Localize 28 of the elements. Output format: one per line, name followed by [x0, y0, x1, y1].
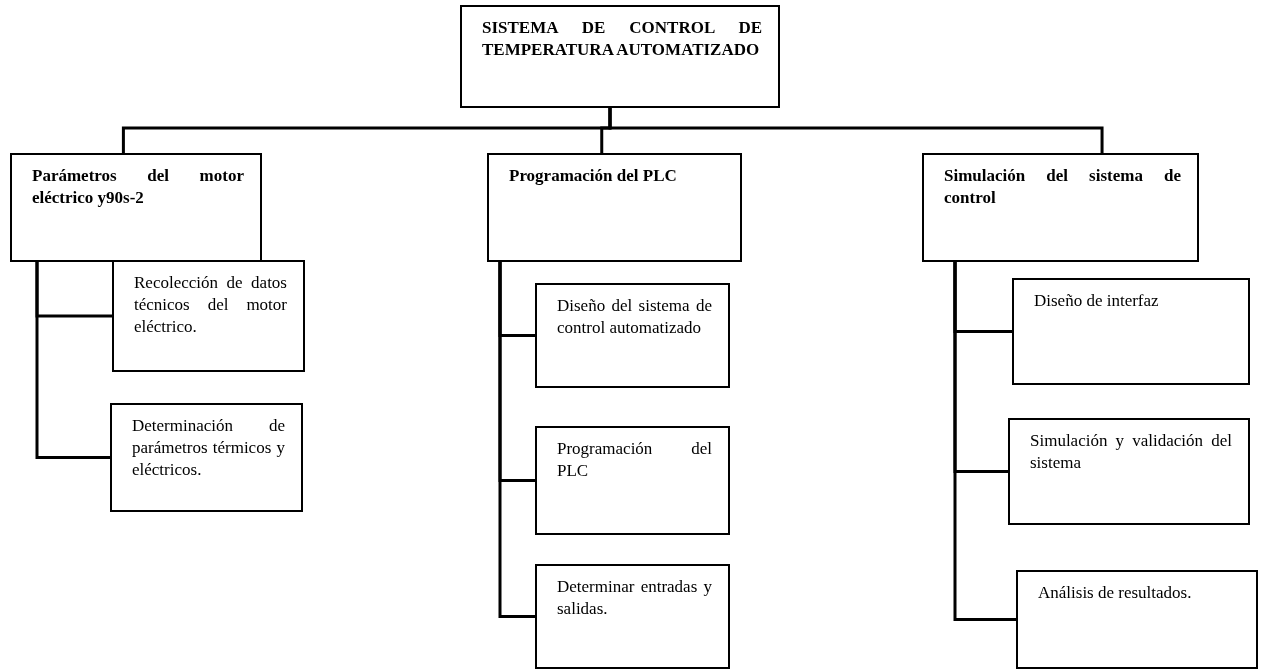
heading-box [460, 5, 780, 108]
connector-line [498, 262, 535, 618]
task-box [535, 426, 730, 535]
box-text: Análisis de resultados. [1038, 582, 1193, 604]
task-box [112, 260, 305, 372]
box-text: Diseño de interfaz [1034, 290, 1160, 312]
box-text: Simulación del sistema de control [944, 165, 1181, 210]
task-box [1016, 570, 1258, 669]
connector-line [953, 262, 1016, 621]
box-text: Programación del PLC [557, 438, 712, 483]
heading-box [10, 153, 262, 262]
box-text: Simulación y validación del sistema [1030, 430, 1232, 475]
box-text: SISTEMA DE CONTROL DE TEMPERATURA AUTOMATIZADO [482, 17, 762, 62]
task-box [535, 564, 730, 669]
heading-box [487, 153, 742, 262]
task-box [110, 403, 303, 512]
task-box [1008, 418, 1250, 525]
connector-line [35, 262, 110, 459]
box-text: Determinación de parámetros térmicos y eléctricos. [132, 415, 285, 482]
box-text: Parámetros del motor eléctrico y90s-2 [32, 165, 244, 210]
task-box [535, 283, 730, 388]
connector-line [608, 108, 1104, 153]
heading-box [922, 153, 1199, 262]
box-text: Determinar entradas y salidas. [557, 576, 712, 621]
box-text: Diseño del sistema de control automatizado [557, 295, 712, 340]
box-text: Recolección de datos técnicos del motor eléctrico. [134, 272, 287, 339]
box-text: Programación del PLC [509, 165, 678, 187]
task-box [1012, 278, 1250, 385]
